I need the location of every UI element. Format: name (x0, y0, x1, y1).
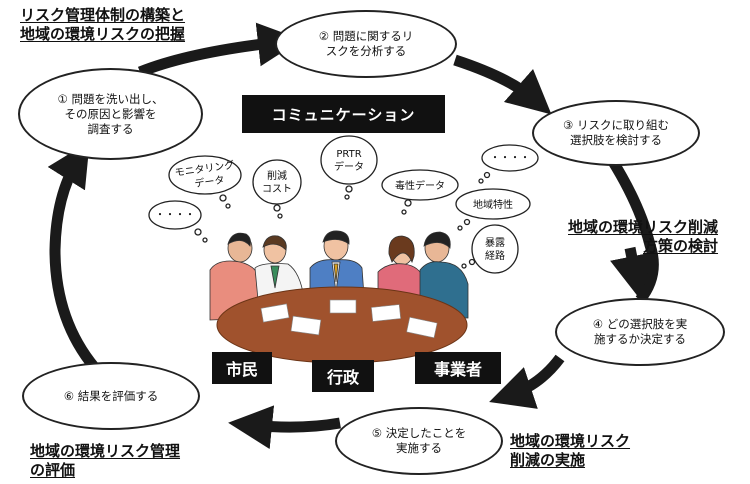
arrow-step2-to-step3 (453, 54, 552, 115)
step-4-ellipse: ④ どの選択肢を実 施するか決定する (555, 298, 725, 366)
bubble-prtr-line1: PRTR (336, 149, 361, 160)
step-6-text: ⑥ 結果を評価する (63, 388, 159, 403)
bubble-monitoring-line2: データ (194, 173, 226, 190)
bubble-prtr (320, 135, 378, 185)
label-citizens-text: 市民 (225, 360, 258, 379)
arrow-step1-to-step2 (137, 22, 302, 78)
label-government: 行政 (312, 360, 374, 392)
heading-risk-framework-line1: リスク管理体制の構築と (20, 6, 186, 24)
heading-management-evaluation-line2: の評価 (30, 461, 76, 479)
heading-reduction-implementation-line1: 地域の環境リスク (510, 432, 631, 450)
step-2-text: ② 問題に関するリ スクを分析する (318, 29, 414, 58)
heading-management-evaluation-line1: 地域の環境リスク管理 (30, 442, 181, 460)
bubble-exposure-line1: 暴露 (485, 237, 505, 249)
bubble-prtr-line2: データ (334, 160, 364, 173)
step-1-text: ① 問題を洗い出し、 その原因と影響を 調査する (57, 91, 164, 136)
bubble-cost (252, 159, 302, 205)
step-1-ellipse: ① 問題を洗い出し、 その原因と影響を 調査する (18, 68, 203, 160)
label-government-text: 行政 (326, 368, 359, 387)
arrow-step6-to-step1 (47, 141, 100, 372)
bubble-cost-line2: コスト (262, 184, 292, 195)
arrow-step5-to-step6 (228, 405, 341, 450)
step-6-ellipse: ⑥ 結果を評価する (22, 362, 200, 430)
bubble-exposure-line2: 経路 (485, 249, 505, 262)
bubble-exposure (471, 224, 519, 274)
bubble-dots-left-text: ・・・・ (155, 210, 195, 221)
bubble-regional-text: 地域特性 (473, 198, 513, 211)
heading-reduction-plan-line2: 方策の検討 (643, 237, 719, 255)
bubble-dots-right-text: ・・・・ (490, 153, 530, 164)
step-3-ellipse: ③ リスクに取り組む 選択肢を検討する (532, 100, 700, 166)
bubble-regional (455, 188, 531, 220)
arrow-step4-to-step5 (489, 354, 565, 409)
arrow-into-step4 (610, 246, 654, 300)
bubble-cost-line1: 削減 (267, 169, 287, 182)
step-2-ellipse: ② 問題に関するリ スクを分析する (275, 10, 457, 78)
heading-reduction-plan: 地域の環境リスク削減 方策の検討 (568, 218, 718, 256)
bubble-toxicity (381, 169, 459, 201)
step-4-text: ④ どの選択肢を実 施するか決定する (592, 317, 688, 346)
step-5-text: ⑤ 決定したことを 実施する (371, 426, 467, 455)
bubble-dots-left (148, 200, 202, 230)
bubble-monitoring (168, 155, 242, 195)
label-business-text: 事業者 (433, 360, 482, 379)
label-business: 事業者 (415, 352, 501, 384)
heading-reduction-implementation-line2: 削減の実施 (510, 451, 586, 469)
bubble-dots-right (481, 144, 539, 172)
communication-banner: コミュニケーション (242, 95, 445, 133)
heading-reduction-plan-line1: 地域の環境リスク削減 (568, 218, 719, 236)
step-3-text: ③ リスクに取り組む 選択肢を検討する (563, 118, 669, 147)
bubble-toxicity-text: 毒性データ (395, 179, 445, 192)
heading-reduction-implementation: 地域の環境リスク 削減の実施 (510, 432, 630, 470)
heading-management-evaluation: 地域の環境リスク管理 の評価 (30, 442, 180, 480)
label-citizens: 市民 (212, 352, 272, 384)
heading-risk-framework-line2: 地域の環境リスクの把握 (20, 25, 186, 43)
step-5-ellipse: ⑤ 決定したことを 実施する (335, 407, 503, 475)
communication-title: コミュニケーション (271, 105, 416, 124)
heading-risk-framework: リスク管理体制の構築と 地域の環境リスクの把握 (20, 6, 185, 44)
